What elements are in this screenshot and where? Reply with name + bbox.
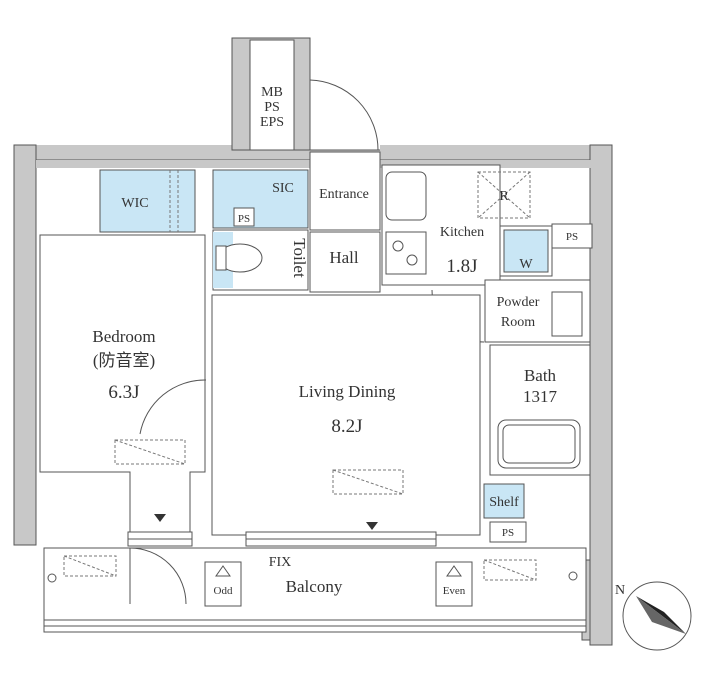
- shelf-area: Shelf PS: [483, 483, 527, 543]
- kitchen-size: 1.8J: [446, 256, 477, 277]
- living-dining-label: Living Dining: [299, 382, 396, 401]
- compass-north-label: N: [615, 583, 625, 598]
- powder-label-2: Room: [501, 315, 535, 330]
- compass: N: [615, 581, 692, 651]
- odd-label: Odd: [214, 585, 233, 597]
- bedroom-sublabel: (防音室): [93, 351, 155, 370]
- shaft-label-mb: MB: [261, 85, 283, 100]
- entrance-area: Entrance: [309, 151, 381, 231]
- shaft: MB PS EPS: [231, 37, 311, 151]
- ps-right-box: [551, 223, 593, 249]
- top-wall-left: [35, 145, 235, 153]
- hall-area: Hall: [309, 231, 381, 293]
- balcony-label: Balcony: [286, 577, 343, 596]
- bath-label: Bath: [524, 366, 557, 385]
- hall-label: Hall: [329, 248, 359, 267]
- sink-icon: [385, 171, 427, 221]
- fix-label: FIX: [269, 555, 292, 570]
- wic-label: WIC: [121, 196, 148, 211]
- shelf-label: Shelf: [489, 495, 519, 510]
- ps-right-label: PS: [566, 231, 578, 243]
- kitchen-area: R Kitchen 1.8J: [381, 164, 531, 286]
- hatch-even: Even: [435, 561, 473, 607]
- hatch-odd: Odd: [204, 561, 242, 607]
- bedroom-size: 6.3J: [108, 382, 139, 403]
- left-wall: [13, 144, 37, 546]
- bathtub-icon: [497, 419, 581, 469]
- bedroom-label: Bedroom: [92, 327, 155, 346]
- ps-box: [233, 207, 255, 227]
- powder-label-1: Powder: [497, 295, 540, 310]
- toilet-label: Toilet: [290, 238, 309, 278]
- living-dining-size: 8.2J: [331, 416, 362, 437]
- toilet-room: Toilet: [212, 229, 309, 291]
- living-entry-arrow: [366, 522, 378, 530]
- right-wall: [589, 144, 613, 646]
- fridge-space: [477, 171, 531, 219]
- powder-room: Powder Room: [431, 279, 591, 343]
- ps-small-label: PS: [238, 213, 250, 225]
- ps-bottom-label: PS: [502, 527, 514, 539]
- top-wall-right: [380, 145, 605, 153]
- bedroom-door-swing: [139, 379, 207, 435]
- wic-room: WIC: [99, 169, 196, 233]
- sic-room: SIC PS: [212, 169, 309, 229]
- bedroom: Bedroom (防音室) 6.3J: [39, 234, 207, 541]
- balcony-door-swing: [129, 547, 187, 605]
- fridge-label: R: [499, 189, 509, 204]
- even-label: Even: [443, 585, 466, 597]
- entrance-door-swing: [309, 79, 379, 151]
- shaft-label-ps: PS: [264, 100, 280, 115]
- bedroom-entry-arrow: [154, 514, 166, 522]
- bath-size: 1317: [523, 387, 558, 406]
- washer-label: W: [519, 257, 533, 272]
- windows: [127, 531, 437, 547]
- living-dining: Living Dining 8.2J: [211, 294, 481, 536]
- washer-area: W PS: [499, 223, 593, 277]
- ps-bottom-box: [489, 521, 527, 543]
- kitchen-label: Kitchen: [440, 225, 484, 240]
- shaft-label-eps: EPS: [260, 115, 284, 130]
- washer-icon: [503, 229, 549, 273]
- stove-icon: [385, 231, 427, 275]
- entrance-label: Entrance: [319, 187, 369, 202]
- balcony: FIX Balcony Odd Even: [43, 547, 587, 633]
- sic-label: SIC: [272, 181, 294, 196]
- bath-room: Bath 1317: [489, 344, 591, 476]
